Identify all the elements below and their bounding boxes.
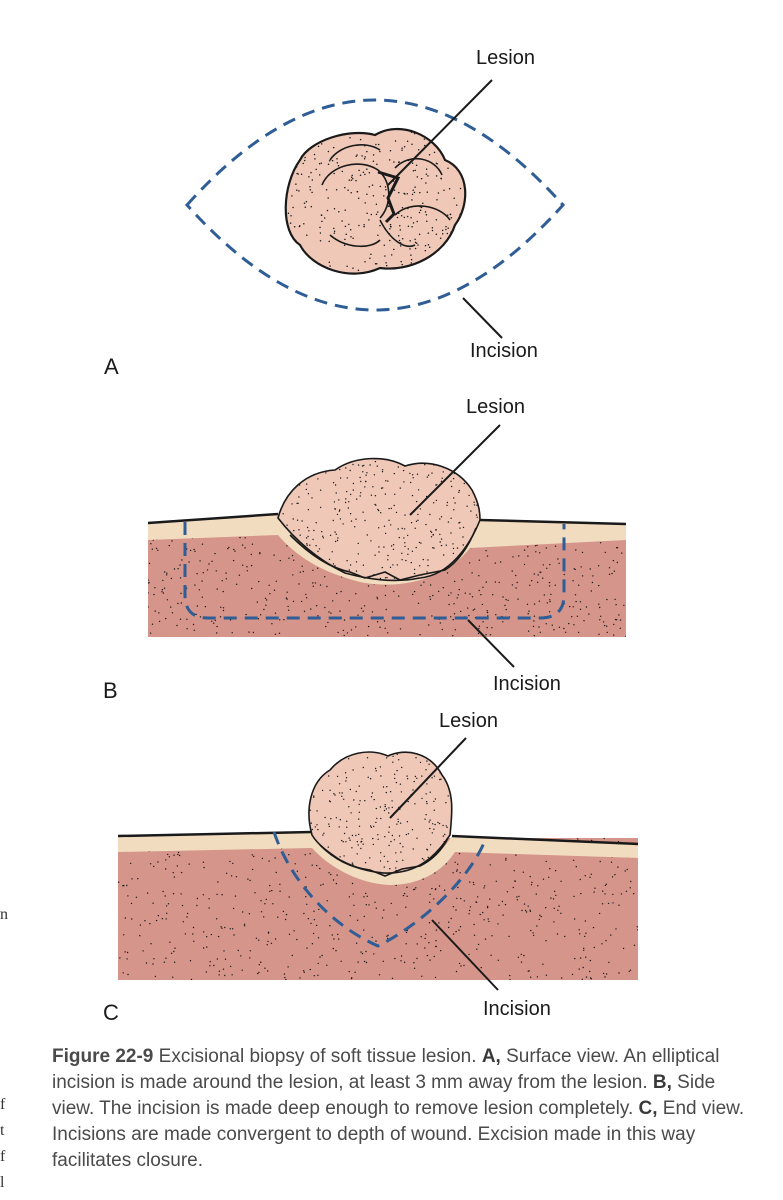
panel-a-lesion-pointer [387,79,493,186]
figure-caption: Figure 22-9 Excisional biopsy of soft ti… [52,1044,752,1174]
margin-fragment: t [0,1122,5,1139]
panel-a: Lesion Incision A [104,47,566,379]
panel-c-lesion-base [319,837,449,877]
panel-b-letter: B [103,678,118,703]
caption-text-c: End view. Incisions are made convergent … [52,1098,745,1171]
excisional-biopsy-figure: Lesion Incision A Lesion Incision B Lesi… [103,47,639,1025]
panel-a-incision-pointer [462,297,503,339]
panel-b-lesion [277,457,481,582]
panel-b-lesion-label: Lesion [466,396,525,418]
panel-c-incision-label: Incision [483,998,551,1020]
panel-c-lesion-pointer [389,737,467,819]
panel-b: Lesion Incision B [103,396,627,703]
panel-b-lesion-pointer [409,424,501,516]
figure-number: Figure 22-9 [52,1046,154,1067]
margin-fragment: n [0,906,8,923]
panel-a-lesion-lobes [321,144,451,248]
panel-c-incision-line [272,831,488,948]
panel-c-incision-pointer [431,919,499,991]
panel-c-skin-surface [117,830,639,846]
margin-fragment: f [0,1096,6,1113]
panel-b-incision-pointer [467,619,515,668]
caption-text-a: Surface view. An elliptical incision is … [52,1046,720,1093]
caption-text: Excisional biopsy of soft tissue lesion. [153,1046,482,1067]
panel-c: Lesion Incision C [103,710,639,1025]
caption-key-b: B, [652,1072,672,1093]
panel-b-incision-line [183,522,566,620]
caption-key-c: C, [638,1098,658,1119]
panel-a-letter: A [104,354,119,379]
caption-text-b: Side view. The incision is made deep eno… [52,1072,716,1119]
panel-b-skin-surface [147,512,627,526]
margin-fragment: l [0,1174,5,1191]
panel-b-lesion-base [289,527,477,581]
panel-a-lesion-label: Lesion [476,47,535,69]
panel-a-lesion [284,127,467,275]
panel-a-incision-label: Incision [470,340,538,362]
panel-c-letter: C [103,1000,119,1025]
panel-c-surface-layer [118,832,638,885]
panel-b-surface-layer [148,514,626,585]
margin-fragment: f [0,1148,6,1165]
panel-c-lesion-label: Lesion [439,710,498,732]
caption-key-a: A, [481,1046,501,1067]
panel-a-lesion-crevice [377,170,401,224]
panel-b-incision-label: Incision [493,673,561,695]
panel-a-incision-ellipse [184,98,566,312]
